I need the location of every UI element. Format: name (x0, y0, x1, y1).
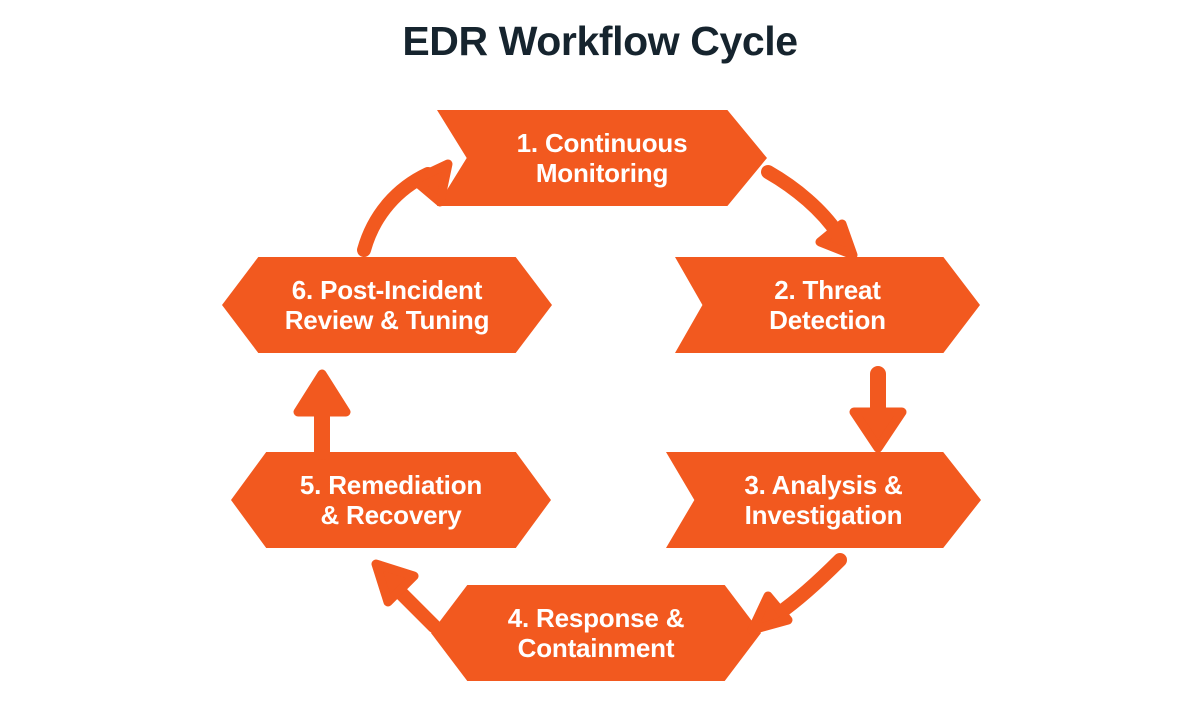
cycle-node-label: 1. Continuous Monitoring (511, 128, 694, 189)
cycle-node-threat-detection[interactable]: 2. Threat Detection (675, 257, 980, 353)
node-line-2: Detection (769, 305, 886, 335)
arrow-2-to-3 (848, 366, 918, 460)
node-line-1: 6. Post-Incident (291, 274, 483, 305)
cycle-node-response-containment[interactable]: 4. Response & Containment (431, 585, 761, 681)
cycle-node-label: 6. Post-Incident Review & Tuning (279, 275, 496, 336)
cycle-node-label: 3. Analysis & Investigation (738, 470, 908, 531)
arrow-5-to-6 (292, 366, 362, 461)
node-line-2: Review & Tuning (284, 305, 490, 335)
node-line-2: & Recovery (320, 500, 462, 530)
arrow-4-to-5 (358, 548, 463, 648)
node-line-1: 1. Continuous (516, 127, 688, 158)
cycle-node-label: 2. Threat Detection (763, 275, 892, 336)
cycle-node-remediation-recovery[interactable]: 5. Remediation & Recovery (231, 452, 551, 548)
node-line-2: Containment (517, 633, 675, 663)
cycle-node-label: 5. Remediation & Recovery (294, 470, 488, 531)
arrow-6-to-1 (352, 158, 462, 263)
cycle-node-analysis-investigation[interactable]: 3. Analysis & Investigation (666, 452, 981, 548)
node-line-2: Investigation (744, 500, 903, 530)
page-title: EDR Workflow Cycle (402, 18, 798, 64)
node-line-2: Monitoring (535, 158, 669, 188)
node-line-1: 4. Response & (507, 602, 685, 633)
node-line-1: 2. Threat (774, 274, 881, 305)
node-line-1: 5. Remediation (299, 469, 483, 500)
cycle-node-post-incident-review-tuning[interactable]: 6. Post-Incident Review & Tuning (222, 257, 552, 353)
arrow-1-to-2 (760, 162, 870, 267)
arrow-3-to-4 (742, 552, 852, 647)
node-line-1: 3. Analysis & (744, 469, 903, 500)
cycle-node-continuous-monitoring[interactable]: 1. Continuous Monitoring (437, 110, 767, 206)
cycle-node-label: 4. Response & Containment (502, 603, 691, 664)
